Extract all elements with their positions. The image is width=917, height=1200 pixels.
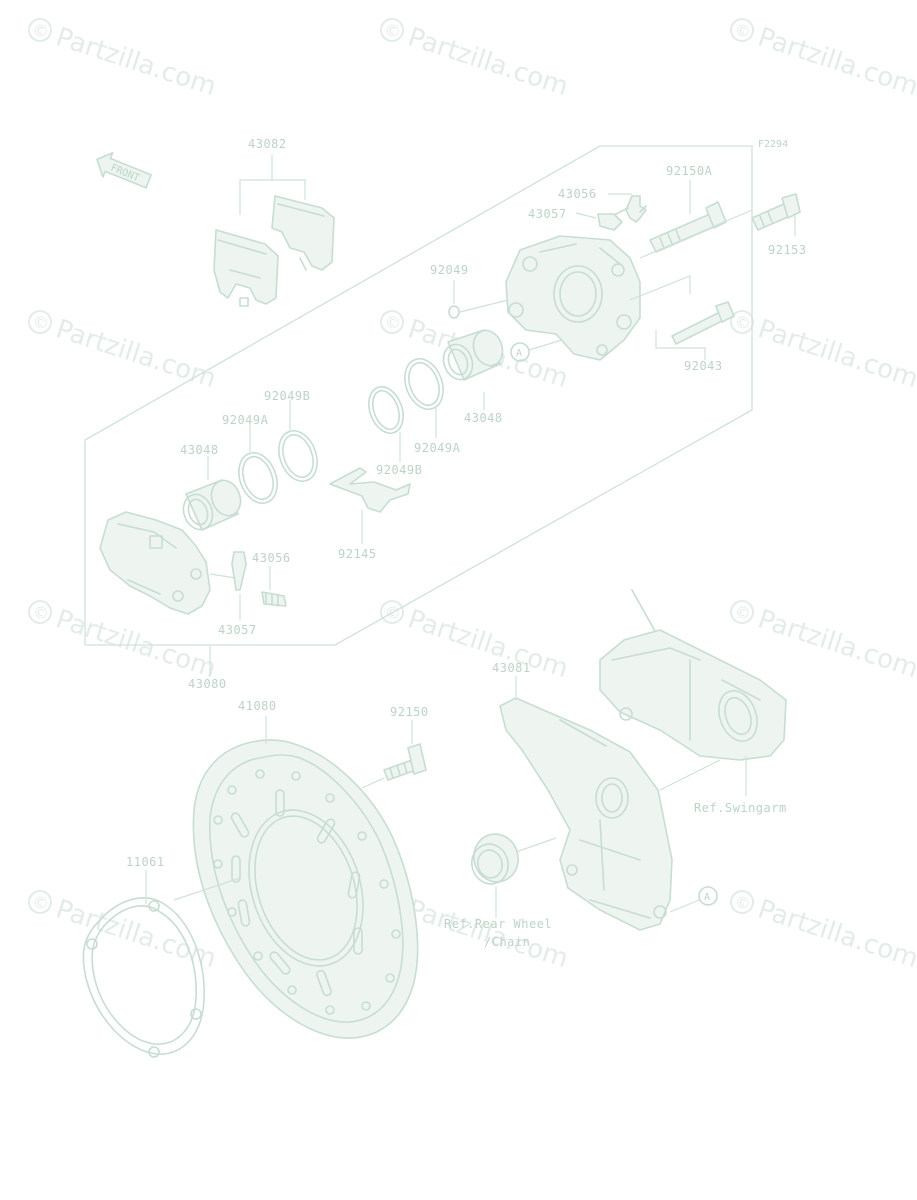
label-11061: 11061 [126,855,165,869]
seal-b-upper [368,385,404,462]
watermark: Partzilla.com © [730,18,917,102]
label-ref-chain: /Chain [484,935,530,949]
svg-text:Partzilla.com: Partzilla.com [754,894,917,974]
bleeder-cap-lower [231,551,247,620]
label-92153: 92153 [768,243,807,257]
copyright-icon: © [732,19,753,42]
piston-left [182,456,242,531]
svg-text:Partzilla.com: Partzilla.com [754,22,917,102]
svg-text:Partzilla.com: Partzilla.com [754,314,917,394]
label-ref-swingarm: Ref.Swingarm [694,801,787,815]
label-92043: 92043 [684,359,723,373]
label-43048-upper: 43048 [464,411,503,425]
watermark: Partzilla.com © [28,18,220,102]
copyright-icon: © [732,891,753,914]
callout-a-upper: A [510,339,563,362]
copyright-icon: © [30,311,51,334]
caliper-body-upper [505,235,641,361]
copyright-icon: © [30,601,51,624]
bleeder-valve-upper [608,193,647,223]
disc-bolt [361,720,427,789]
label-ref-rear-wheel: Ref.Rear Wheel [444,917,552,931]
svg-text:A: A [704,892,710,903]
label-43080: 43080 [188,677,227,691]
front-arrow-icon: FRONT [96,151,152,189]
svg-text:Partzilla.com: Partzilla.com [52,604,220,684]
pin [655,301,735,360]
slide-bolt [649,180,727,253]
svg-text:Partzilla.com: Partzilla.com [754,604,917,684]
seal-a-left [238,424,278,504]
leader-line [209,573,237,579]
watermark: Partzilla.com © [730,310,917,394]
caliper-body-lower [99,511,211,615]
svg-text:A: A [516,348,522,359]
seal-a-upper [404,358,444,438]
label-43057-lower: 43057 [218,623,257,637]
label-43048-left: 43048 [180,443,219,457]
caliper-bolt [751,193,801,236]
part-labels: 43082 43056 43057 92150A 92153 92049 920… [126,137,807,949]
brake-pads [213,155,335,307]
brake-disc [192,716,419,1039]
label-92150a: 92150A [666,164,713,178]
label-92049a-left: 92049A [222,413,269,427]
bleeder-cap-upper [575,212,623,231]
label-43056-upper: 43056 [558,187,597,201]
gasket [82,870,241,1058]
pad-spring [329,467,411,544]
label-92049b-left: 92049B [264,389,310,403]
label-92049a-upper: 92049A [414,441,461,455]
watermark: Partzilla.com © [28,890,220,974]
seal-b-left [278,400,318,482]
label-43082: 43082 [248,137,287,151]
swingarm [599,589,787,796]
leader-line [659,759,721,791]
label-92145: 92145 [338,547,377,561]
label-43057-upper: 43057 [528,207,567,221]
figure-code: F2294 [758,139,788,150]
label-41080: 41080 [238,699,277,713]
svg-text:Partzilla.com: Partzilla.com [52,22,220,102]
watermark: Partzilla.com © [380,18,572,102]
svg-text:Partzilla.com: Partzilla.com [52,314,220,394]
copyright-icon: © [30,19,51,42]
svg-text:Partzilla.com: Partzilla.com [404,604,572,684]
watermark: Partzilla.com © [380,600,572,684]
wheel-collar [471,833,557,918]
copyright-icon: © [732,311,753,334]
copyright-icon: © [382,311,403,334]
label-92049: 92049 [430,263,469,277]
caliper-bracket [499,676,673,931]
watermark: Partzilla.com © [28,310,220,394]
watermark-group: Partzilla.com © Partzilla.com © Partzill… [28,18,917,974]
callout-a-lower: A [669,886,718,913]
bleeder-valve-lower [261,566,287,607]
assembly-frame [84,145,753,646]
washer [448,280,509,319]
copyright-icon: © [732,601,753,624]
label-43056-lower: 43056 [252,551,291,565]
label-43081: 43081 [492,661,531,675]
svg-text:Partzilla.com: Partzilla.com [404,22,572,102]
label-92049b-upper: 92049B [376,463,422,477]
label-92150: 92150 [390,705,429,719]
watermark: Partzilla.com © [730,600,917,684]
watermark: Partzilla.com © [730,890,917,974]
leader-line [629,209,753,301]
piston-upper [442,329,504,410]
copyright-icon: © [30,891,51,914]
copyright-icon: © [382,19,403,42]
